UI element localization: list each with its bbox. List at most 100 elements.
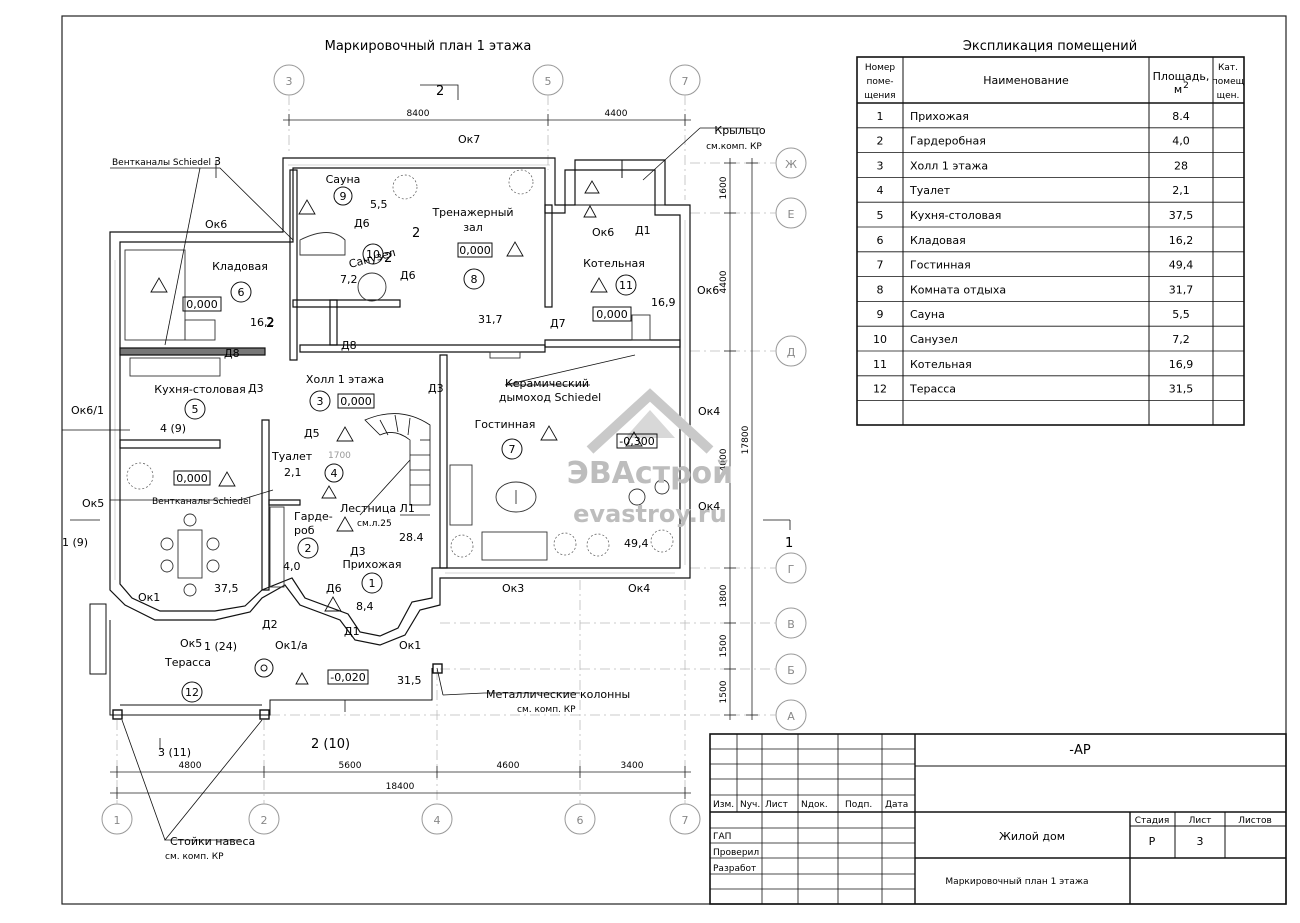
stamp-stage-header: Стадия — [1135, 816, 1170, 826]
mark-d1b: Д1 — [344, 625, 360, 638]
axis-bottom-7: 7 — [682, 814, 689, 827]
dim-top-2: 4400 — [605, 109, 628, 119]
section-2-bath: 2 — [384, 251, 392, 266]
header-num-3: щения — [864, 91, 895, 101]
stamp-sheet: 3 — [1197, 835, 1204, 848]
posts-ref: см. комп. КР — [165, 852, 224, 862]
gym-area: 31,7 — [478, 313, 503, 326]
row-num: 2 — [877, 135, 884, 148]
axis-right-a: А — [787, 710, 795, 723]
watermark-text: ЭВАстрой — [567, 456, 733, 491]
mark-d3: Д3 — [248, 382, 264, 395]
pantry-level: 0,000 — [186, 298, 218, 311]
row-num: 10 — [873, 333, 887, 346]
living-num: 7 — [509, 443, 516, 456]
columns-ref: см. комп. КР — [517, 705, 576, 715]
title-block — [709, 733, 1287, 905]
row-area: 16,2 — [1169, 234, 1194, 247]
header-num-2: поме- — [867, 77, 894, 87]
hall-name: Холл 1 этажа — [306, 373, 384, 386]
walls — [109, 157, 691, 646]
mark-ok1: Ок1 — [138, 591, 160, 604]
mark-d8: Д8 — [224, 347, 240, 360]
sauna-num: 9 — [340, 190, 347, 203]
gym-num: 8 — [471, 273, 478, 286]
section-2-bottom: 2 (10) — [311, 737, 350, 752]
kitchen-num: 5 — [192, 403, 199, 416]
terrace-outline — [89, 603, 443, 720]
axis-top-5: 5 — [545, 75, 552, 88]
wardrobe-name-1: Гарде- — [294, 510, 333, 523]
dim-right-3: 4000 — [719, 448, 729, 471]
axis-top-3: 3 — [286, 75, 293, 88]
section-2-top: 2 — [436, 84, 444, 99]
axis-right-e: Е — [788, 208, 795, 221]
hall-num: 3 — [317, 395, 324, 408]
mark-ok6c: Ок6 — [697, 284, 719, 297]
row-num: 11 — [873, 358, 887, 371]
stamp-role-checked: Проверил — [713, 848, 759, 858]
chimney-label-2: дымоход Schiedel — [499, 391, 601, 404]
porch-ref: см.комп. КР — [706, 142, 762, 152]
row-name: Комната отдыха — [910, 283, 1006, 296]
mark-d2: Д2 — [262, 618, 278, 631]
axis-bottom-1: 1 — [114, 814, 121, 827]
furniture — [124, 232, 670, 597]
posts-label: Стойки навеса — [170, 835, 255, 848]
dim-total: 18400 — [386, 782, 415, 792]
mark-d1: Д1 — [635, 224, 651, 237]
section-2-left: 2 — [266, 316, 274, 331]
watermark-url: evastroy.ru — [573, 500, 727, 528]
mark-d5: Д5 — [304, 427, 320, 440]
mark-d6: Д6 — [354, 217, 370, 230]
kitchen-level: 0,000 — [176, 472, 208, 485]
row-area: 7,2 — [1172, 333, 1190, 346]
row-num: 4 — [877, 184, 884, 197]
sauna-area: 5,5 — [370, 198, 388, 211]
mark-ok6: Ок6 — [205, 218, 227, 231]
row-num: 5 — [877, 209, 884, 222]
terrace-level: -0,020 — [330, 671, 365, 684]
row-num: 8 — [877, 283, 884, 296]
pantry-name: Кладовая — [212, 260, 268, 273]
mark-ok6b: Ок6 — [592, 226, 614, 239]
wardrobe-area: 4,0 — [283, 560, 301, 573]
mark-ok4: Ок4 — [698, 405, 720, 418]
stamp-role-developed: Разработ — [713, 864, 756, 874]
header-area-unit: м — [1174, 83, 1182, 96]
gym-name-2: зал — [463, 221, 483, 234]
mark-ok7: Ок7 — [458, 133, 480, 146]
gym-name-1: Тренажерный — [431, 206, 513, 219]
mark-ok5b: Ок5 — [180, 637, 202, 650]
plant-icons — [126, 169, 674, 558]
mark-d8b: Д8 — [341, 339, 357, 352]
row-area: 4,0 — [1172, 135, 1190, 148]
axis-right-v: В — [787, 618, 795, 631]
header-num-1: Номер — [865, 63, 896, 73]
row-num: 12 — [873, 383, 887, 396]
row-name: Гардеробная — [910, 135, 986, 148]
wall-hatch — [114, 164, 686, 580]
row-name: Котельная — [910, 358, 972, 371]
axis-bottom-6: 6 — [577, 814, 584, 827]
mark-ok1a: Ок1/а — [275, 639, 308, 652]
axis-top-7: 7 — [682, 75, 689, 88]
living-area: 49,4 — [624, 537, 649, 550]
header-cat-2: помещ — [1212, 77, 1245, 87]
row-name: Прихожая — [910, 110, 969, 123]
stamp-stage: Р — [1149, 835, 1156, 848]
mark-d7: Д7 — [550, 317, 566, 330]
dim-right-1: 1600 — [719, 176, 729, 199]
watermark-logo — [586, 388, 714, 454]
dim-bottom-3: 4600 — [497, 761, 520, 771]
row-name: Холл 1 этажа — [910, 159, 988, 172]
row-num: 6 — [877, 234, 884, 247]
row-area: 37,5 — [1169, 209, 1194, 222]
mark-ok4c: Ок4 — [628, 582, 650, 595]
axis-right-d: Д — [787, 346, 796, 359]
mark-d6b: Д6 — [400, 269, 416, 282]
mark-ok4b: Ок4 — [698, 500, 720, 513]
stamp-col-list: Лист — [765, 800, 788, 810]
axis-right-g: Г — [788, 563, 795, 576]
dim-top-1: 8400 — [407, 109, 430, 119]
